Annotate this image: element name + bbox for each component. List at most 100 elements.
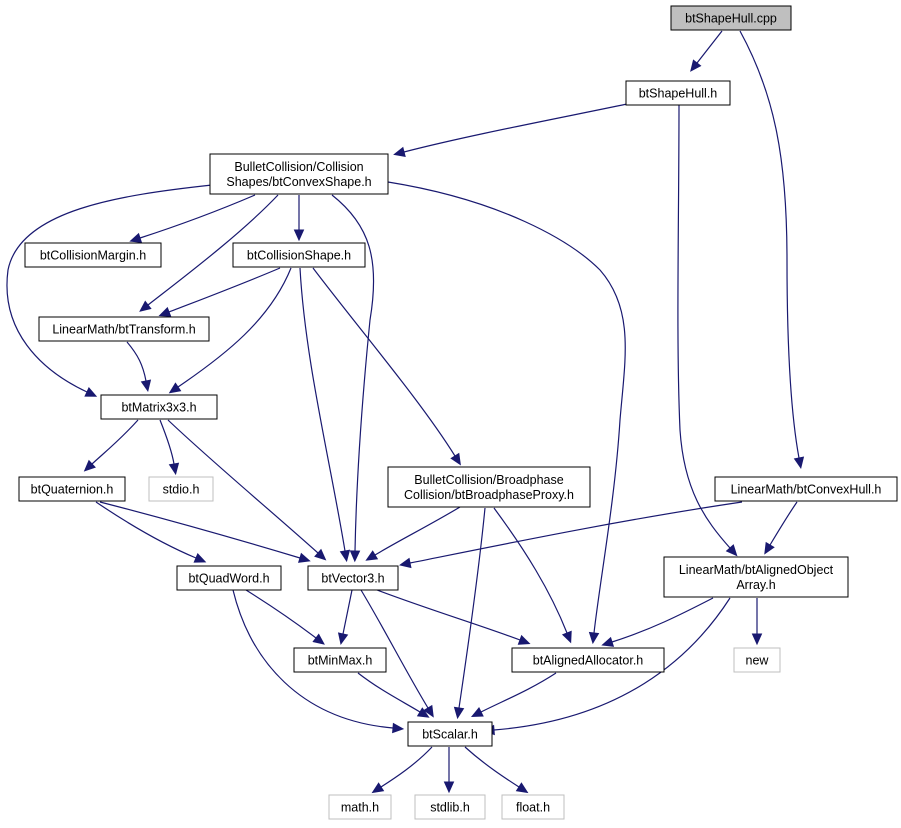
- node-box: [18, 476, 126, 502]
- node-label: new: [746, 654, 770, 668]
- node-convexhull[interactable]: LinearMath/btConvexHull.h: [714, 476, 898, 502]
- node-allocator[interactable]: btAlignedAllocator.h: [511, 647, 665, 673]
- edge-cpp-to-convexhull: [739, 30, 805, 470]
- arrowhead-icon: [168, 462, 180, 476]
- node-matrix[interactable]: btMatrix3x3.h: [100, 394, 218, 420]
- node-box: [100, 394, 218, 420]
- node-vector[interactable]: btVector3.h: [307, 565, 399, 591]
- edge-transform-to-matrix: [126, 341, 152, 393]
- edge-vector-to-scalar: [360, 589, 434, 718]
- node-box: [148, 476, 214, 502]
- node-stdlib: stdlib.h: [414, 794, 486, 820]
- arrowhead-icon: [588, 631, 600, 645]
- node-label: BulletCollision/Collision: [234, 160, 363, 174]
- edge-convexshape-to-matrix: [6, 184, 213, 397]
- arrowhead-icon: [416, 707, 430, 718]
- edge-quat-to-quadword: [95, 501, 207, 563]
- node-label: float.h: [516, 801, 550, 815]
- node-box: [414, 794, 486, 820]
- arrowhead-icon: [470, 707, 484, 718]
- edge-quadword-to-minmax: [245, 589, 325, 645]
- node-label: stdlib.h: [430, 801, 470, 815]
- arrowhead-icon: [129, 232, 143, 243]
- node-cpp[interactable]: btShapeHull.cpp: [670, 5, 792, 31]
- node-box: [407, 721, 493, 747]
- edge-proxy-to-scalar: [453, 507, 486, 720]
- arrowhead-icon: [764, 541, 775, 555]
- edge-matrix-to-quat: [83, 419, 139, 472]
- arrowhead-icon: [793, 456, 805, 470]
- node-hull_h[interactable]: btShapeHull.h: [625, 80, 731, 106]
- node-label: LinearMath/btTransform.h: [52, 323, 195, 337]
- arrowhead-icon: [371, 782, 385, 794]
- arrowhead-icon: [751, 633, 763, 646]
- node-box: [24, 242, 162, 268]
- arrowhead-icon: [84, 387, 98, 397]
- node-box: [232, 242, 366, 268]
- arrowhead-icon: [517, 634, 531, 645]
- node-label: Collision/btBroadphaseProxy.h: [404, 488, 574, 502]
- arrowhead-icon: [168, 382, 182, 394]
- node-stdio: stdio.h: [148, 476, 214, 502]
- edge-quat-to-vector: [99, 501, 311, 563]
- node-box: [511, 647, 665, 673]
- edge-collshape-to-transform: [158, 267, 281, 317]
- edge-convexshape-to-collshape: [293, 195, 305, 242]
- node-box: [501, 794, 565, 820]
- node-box: [625, 80, 731, 106]
- node-transform[interactable]: LinearMath/btTransform.h: [38, 316, 210, 342]
- arrowhead-icon: [453, 706, 465, 720]
- edge-convexshape-to-allocator: [387, 181, 626, 645]
- arrowhead-icon: [314, 548, 327, 561]
- arrowhead-icon: [392, 722, 405, 734]
- arrowhead-icon: [312, 633, 325, 645]
- edge-hull_h-to-objarray: [677, 104, 738, 557]
- node-box: [733, 647, 781, 673]
- node-label: btShapeHull.cpp: [685, 12, 777, 26]
- arrowhead-icon: [337, 632, 349, 645]
- node-box: [670, 5, 792, 31]
- arrowhead-icon: [140, 379, 152, 393]
- node-box: [714, 476, 898, 502]
- node-quadword[interactable]: btQuadWord.h: [176, 565, 282, 591]
- edge-convexshape-to-vector: [331, 194, 375, 563]
- node-quat[interactable]: btQuaternion.h: [18, 476, 126, 502]
- node-float: float.h: [501, 794, 565, 820]
- node-label: btShapeHull.h: [639, 87, 718, 101]
- node-convexshape[interactable]: BulletCollision/CollisionShapes/btConvex…: [209, 153, 389, 195]
- node-box: [176, 565, 282, 591]
- node-label: math.h: [341, 801, 379, 815]
- arrowhead-icon: [450, 452, 461, 466]
- arrowhead-icon: [690, 59, 702, 72]
- node-collshape[interactable]: btCollisionShape.h: [232, 242, 366, 268]
- node-box: [328, 794, 392, 820]
- node-box: [209, 153, 389, 195]
- arrowhead-icon: [293, 229, 305, 242]
- arrowhead-icon: [83, 459, 96, 472]
- node-box: [307, 565, 399, 591]
- node-proxy[interactable]: BulletCollision/BroadphaseCollision/btBr…: [387, 466, 591, 508]
- edge-allocator-to-scalar: [470, 672, 557, 718]
- edge-cpp-to-hull_h: [690, 30, 723, 72]
- edge-proxy-to-allocator: [493, 507, 572, 644]
- arrowhead-icon: [193, 552, 207, 563]
- node-minmax[interactable]: btMinMax.h: [293, 647, 387, 673]
- node-label: LinearMath/btAlignedObject: [679, 563, 834, 577]
- edge-scalar-to-float: [464, 746, 529, 794]
- node-box: [38, 316, 210, 342]
- nodes-layer: btShapeHull.cpp btShapeHull.hBulletCollis…: [18, 5, 898, 820]
- node-new: new: [733, 647, 781, 673]
- arrowhead-icon: [561, 630, 572, 644]
- node-scalar[interactable]: btScalar.h: [407, 721, 493, 747]
- node-margin[interactable]: btCollisionMargin.h: [24, 242, 162, 268]
- node-label: btCollisionShape.h: [247, 249, 351, 263]
- arrowhead-icon: [298, 552, 311, 563]
- arrowhead-icon: [398, 557, 412, 569]
- edges-layer: [6, 30, 805, 794]
- node-label: BulletCollision/Broadphase: [414, 473, 563, 487]
- edge-proxy-to-vector: [365, 506, 461, 561]
- node-label: btMinMax.h: [308, 654, 373, 668]
- edge-convexhull-to-vector: [398, 501, 743, 569]
